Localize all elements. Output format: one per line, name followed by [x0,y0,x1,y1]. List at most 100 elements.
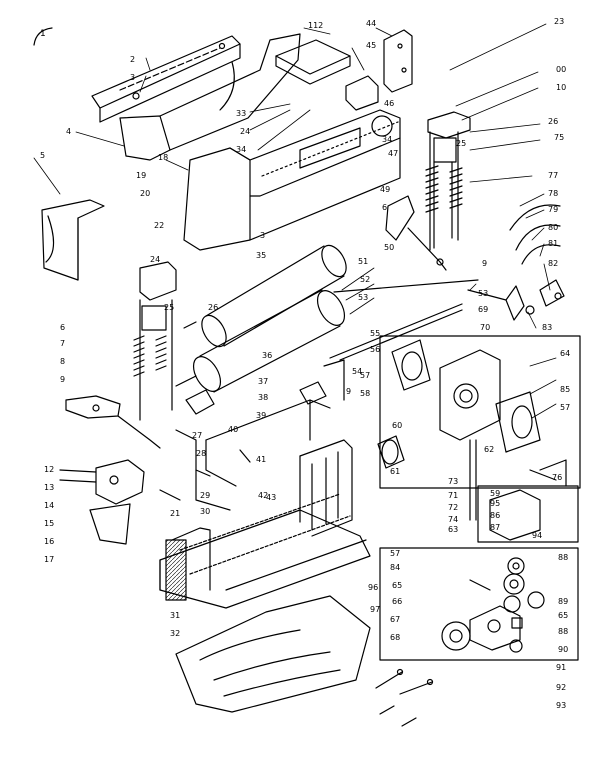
part-clutch-assembly [477,459,579,543]
callout-c-57c: 57 [390,549,400,558]
part-end-cover [41,199,105,281]
callout-c-9a: 9 [482,259,487,268]
callout-c-56: 56 [370,345,380,354]
callout-c-68: 68 [390,633,400,642]
callout-c-49: 49 [380,185,390,194]
callout-c-12: 12 [44,465,54,474]
callout-c-65a: 65 [392,581,402,590]
callout-c-13: 13 [44,483,54,492]
callout-c-43: 43 [266,493,276,502]
callout-c-2: 2 [130,55,135,64]
callout-c-61: 61 [390,467,400,476]
callout-c-4: 4 [66,127,71,136]
callout-c-60: 60 [392,421,402,430]
callout-c-97: 97 [370,605,380,614]
part-tension-bracket [425,111,471,251]
part-tray-plate [175,595,371,713]
callout-c-46: 46 [384,99,394,108]
callout-c-54: 54 [352,367,362,376]
part-side-housing [119,33,301,161]
callout-c-91: 91 [556,663,566,672]
callout-c-34b: 34 [382,135,392,144]
callout-c-73: 73 [448,477,458,486]
callout-c-65b: 65 [558,611,568,620]
callout-c-80: 80 [548,223,558,232]
callout-c-23: 23 [554,17,564,26]
callout-c-51: 51 [358,257,368,266]
callout-c-15: 15 [44,519,54,528]
callout-c-96: 96 [368,583,378,592]
callout-c-3b: 3 [260,231,265,240]
callout-c-83: 83 [542,323,552,332]
callout-c-26b: 26 [208,303,218,312]
part-rod-frame [205,359,345,487]
callout-c-40: 40 [228,425,238,434]
callout-c-33: 33 [236,109,246,118]
callout-c-35: 35 [256,251,266,260]
leader-lines [33,23,557,419]
part-rail-bracket [91,35,241,123]
part-gear-housing-box [377,335,581,521]
callout-c-25a: 25 [456,139,466,148]
callout-c-76: 76 [552,473,562,482]
callout-c-3: 3 [130,73,135,82]
callout-c-37: 37 [258,377,268,386]
callout-c-24a: 24 [240,127,250,136]
callout-c-89: 89 [558,597,568,606]
callout-c-45: 45 [366,41,376,50]
callout-c-93: 93 [556,701,566,710]
callout-c-58: 58 [360,389,370,398]
part-left-mechanism [59,395,161,545]
callout-c-55: 55 [370,329,380,338]
callout-c-63: 63 [448,525,458,534]
part-shafts [329,279,479,361]
callout-c-16: 16 [44,537,54,546]
callout-c-42: 42 [258,491,268,500]
page-corner-mark [33,27,53,46]
callout-c-9b: 9 [60,375,65,384]
callout-c-69: 69 [478,305,488,314]
callout-c-39: 39 [256,411,266,420]
callout-c-78: 78 [548,189,558,198]
callout-c-53b: 53 [478,289,488,298]
part-screws [375,668,434,727]
callout-c-64: 64 [560,349,570,358]
callout-c-6a: 6 [382,203,387,212]
callout-c-14: 14 [44,501,54,510]
part-left-bracket [133,261,177,421]
callout-c-5: 5 [40,151,45,160]
callout-c-9c: 9 [346,387,351,396]
callout-c-47: 47 [388,149,398,158]
callout-c-28: 28 [196,449,206,458]
callout-c-24b: 24 [150,255,160,264]
callout-c-88a: 88 [558,553,568,562]
callout-c-59: 59 [490,489,500,498]
callout-c-10: 10 [556,83,566,92]
callout-c-41: 41 [256,455,266,464]
callout-c-90: 90 [558,645,568,654]
callout-c-34a: 34 [236,145,246,154]
page-marker: 1 [40,29,46,39]
part-upper-carriage [183,109,401,251]
callout-c-22: 22 [154,221,164,230]
callout-c-86: 86 [490,511,500,520]
callout-c-53: 53 [358,293,368,302]
callout-c-31: 31 [170,611,180,620]
callout-c-67: 67 [390,615,400,624]
callout-c-75: 75 [554,133,564,142]
part-main-frame [159,439,371,609]
callout-c-87: 87 [490,523,500,532]
callout-c-6b: 6 [60,323,65,332]
callout-c-44: 44 [366,19,376,28]
callout-c-77: 77 [548,171,558,180]
callout-c-62: 62 [484,445,494,454]
callout-c-32: 32 [170,629,180,638]
callout-c-7: 7 [60,339,65,348]
part-roller-lower [175,289,346,393]
callout-c-36: 36 [262,351,272,360]
callout-c-30: 30 [200,507,210,516]
callout-c-8: 8 [60,357,65,366]
callout-c-57b: 57 [560,403,570,412]
part-tie-rods [159,429,231,511]
